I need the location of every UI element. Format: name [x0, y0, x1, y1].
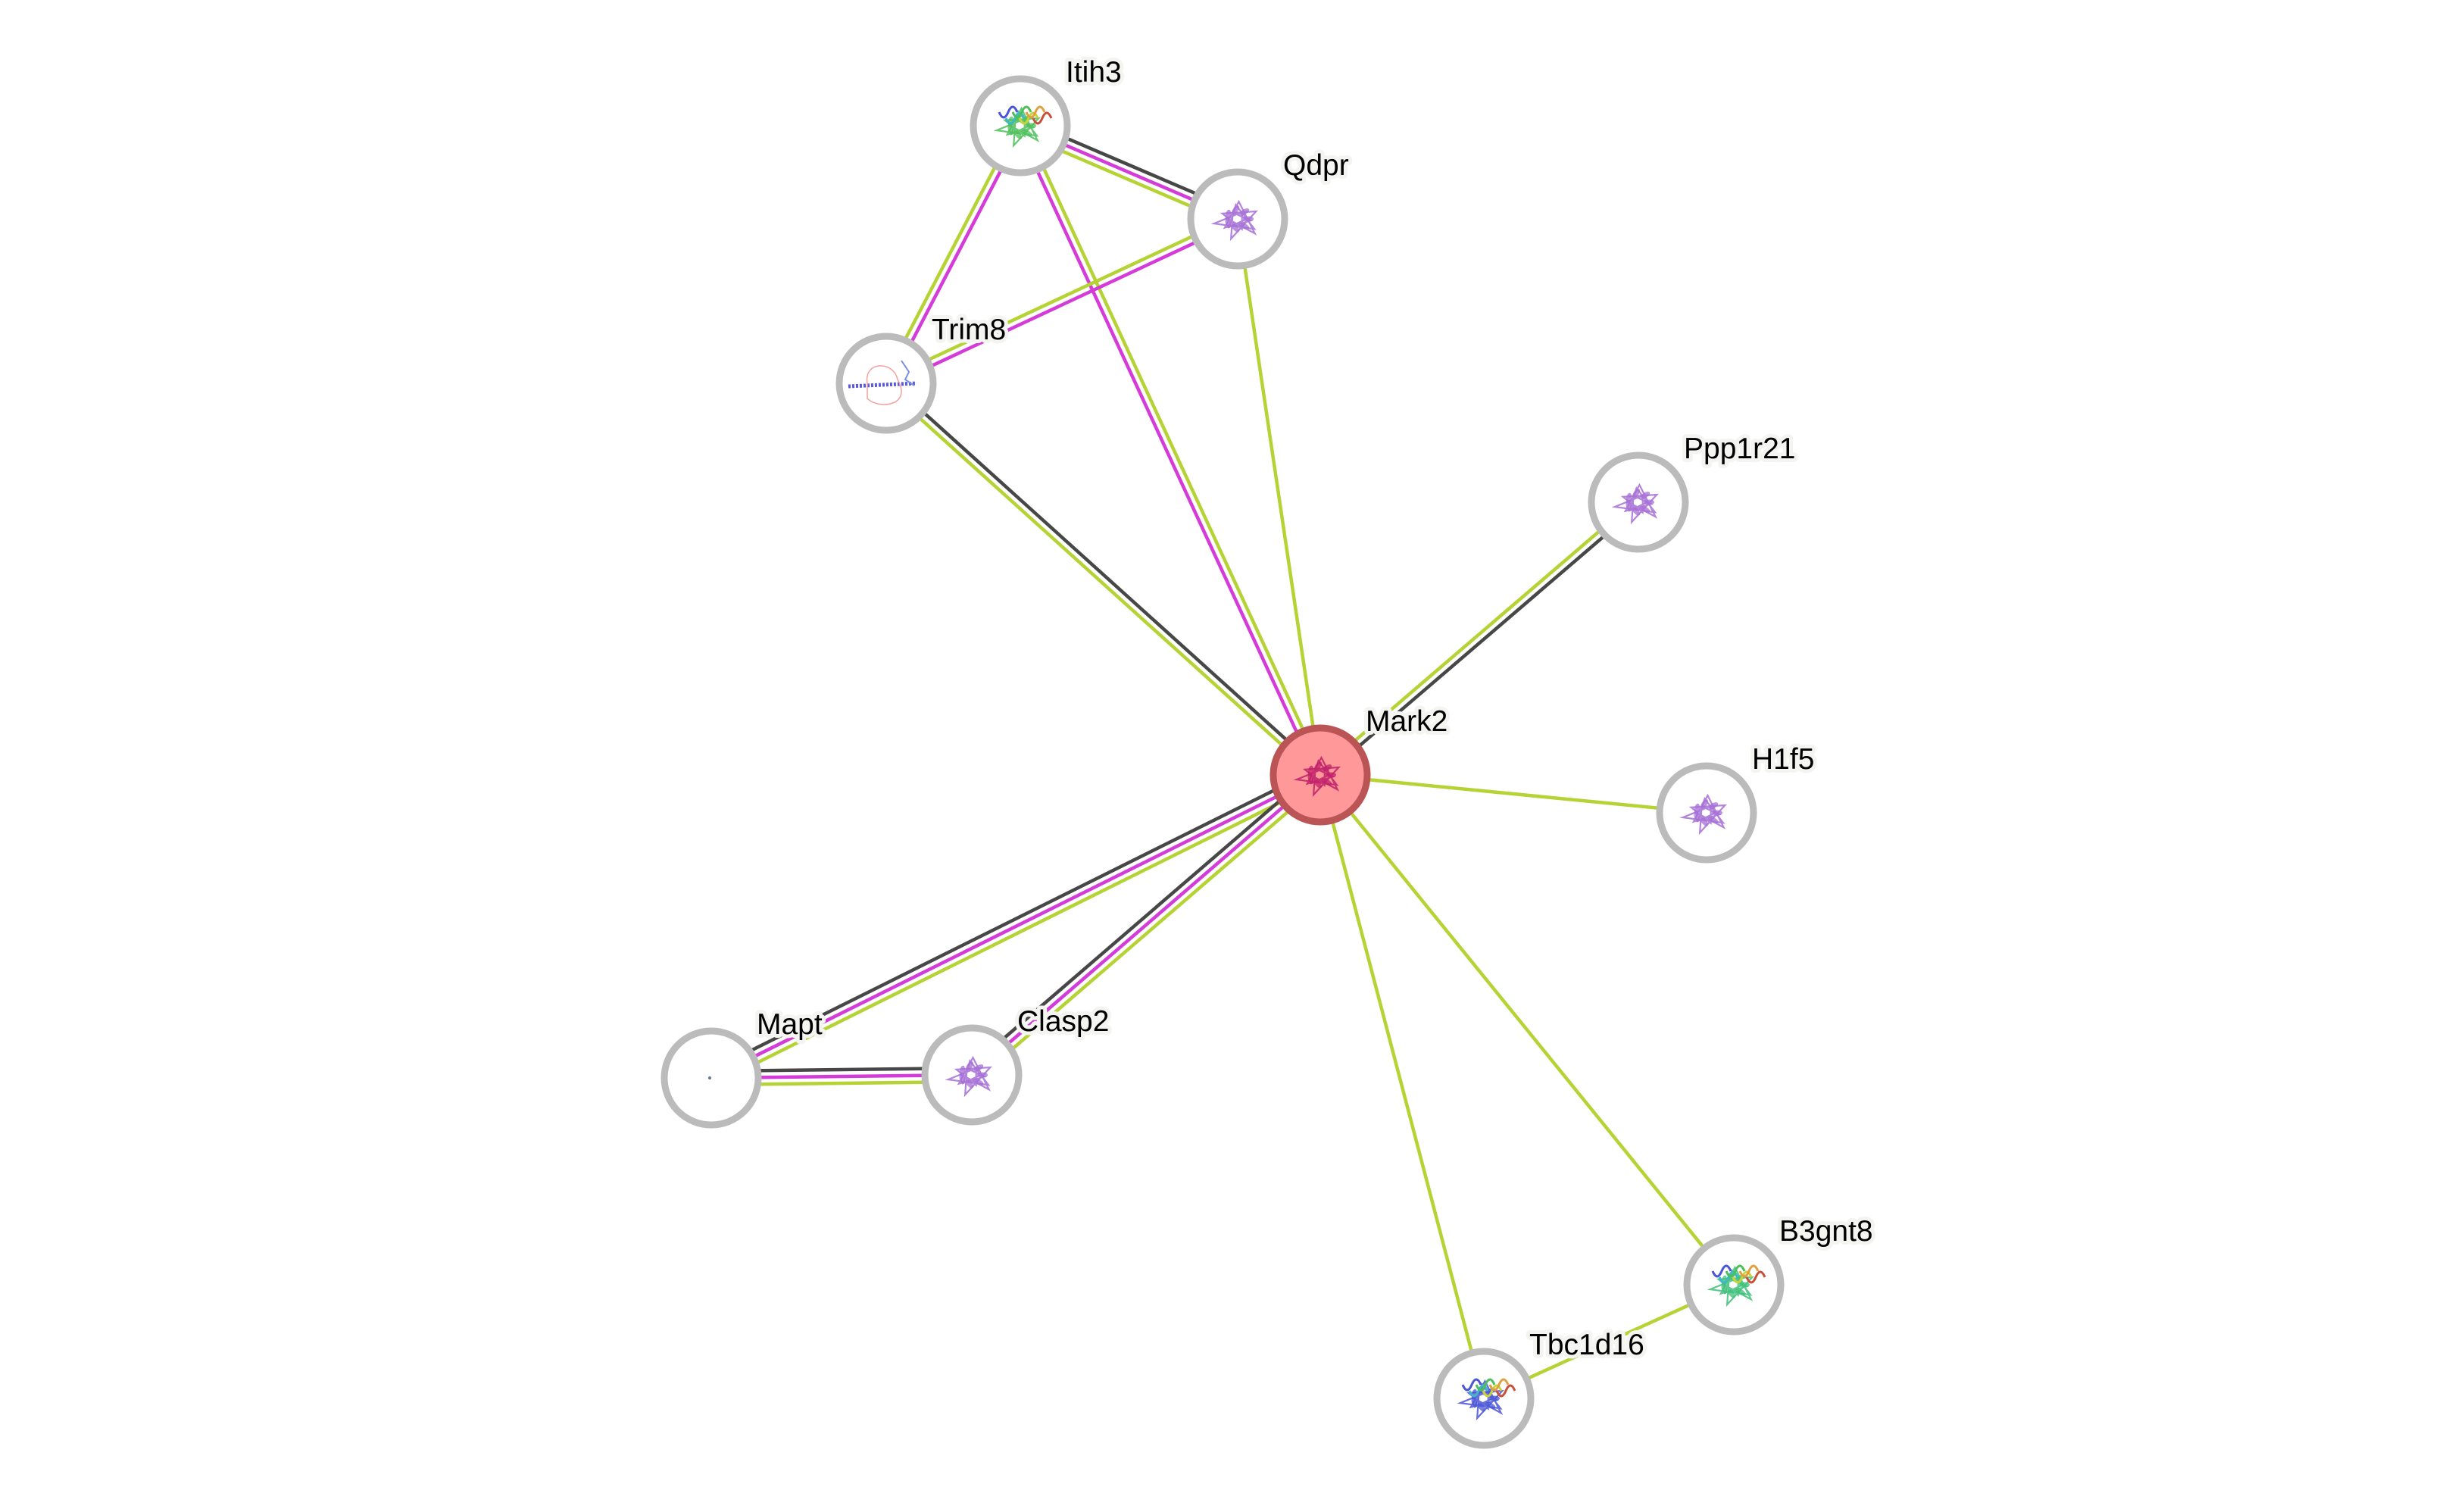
- edge-line-green: [1235, 218, 1323, 776]
- rainbow-protein-icon: [1457, 1378, 1516, 1421]
- edge-itih3-mark2[interactable]: [1015, 123, 1326, 777]
- node-qdpr[interactable]: Qdpr: [1187, 145, 1353, 270]
- edge-line-green: [884, 214, 1238, 382]
- node-itih3[interactable]: Itih3: [970, 52, 1126, 177]
- node-label: Trim8: [932, 314, 1006, 346]
- node-h1f5[interactable]: H1f5: [1656, 739, 1818, 864]
- node-label: B3gnt8: [1779, 1215, 1873, 1248]
- edge-line-green: [882, 384, 1319, 779]
- edge-line-green: [1319, 773, 1707, 815]
- node-circle[interactable]: [921, 1024, 1023, 1126]
- purple-protein-icon: [1679, 793, 1727, 836]
- magenta-helices-icon: [1293, 755, 1341, 798]
- edge-line-green: [1022, 123, 1326, 775]
- node-label: Mapt: [757, 1008, 823, 1041]
- edge-mapt-mark2[interactable]: [707, 767, 1325, 1086]
- node-circle[interactable]: [1433, 1348, 1535, 1449]
- purple-protein-icon: [945, 1055, 992, 1098]
- edge-line-dark: [966, 768, 1317, 1071]
- node-clasp2[interactable]: Clasp2: [921, 1001, 1113, 1126]
- node-b3gnt8[interactable]: B3gnt8: [1683, 1211, 1877, 1335]
- edge-line-magenta: [1015, 126, 1319, 777]
- edge-clasp2-mark2[interactable]: [966, 768, 1326, 1082]
- rainbow-protein-icon: [993, 105, 1053, 148]
- edge-line-magenta: [970, 773, 1322, 1076]
- edge-line-dark: [707, 767, 1318, 1073]
- purple-protein-icon: [1210, 199, 1258, 242]
- node-mark2[interactable]: Mark2: [1269, 701, 1451, 826]
- node-tbc1d16[interactable]: Tbc1d16: [1433, 1325, 1648, 1449]
- node-label: Itih3: [1066, 56, 1122, 89]
- node-label: H1f5: [1752, 743, 1814, 776]
- edge-ppp1r21-mark2[interactable]: [1316, 498, 1642, 779]
- edge-line-green: [1319, 773, 1735, 1286]
- node-label: Tbc1d16: [1529, 1329, 1644, 1361]
- edge-line-dark: [887, 379, 1324, 774]
- purple-protein-icon: [1611, 483, 1659, 525]
- empty-structure-icon: [708, 1076, 711, 1079]
- edge-line-green: [975, 779, 1326, 1082]
- edge-line-green: [714, 779, 1325, 1086]
- edge-h1f5-mark2[interactable]: [1319, 773, 1707, 815]
- edge-trim8-mark2[interactable]: [882, 379, 1324, 779]
- node-circle[interactable]: [1588, 451, 1689, 553]
- node-trim8[interactable]: Trim8: [835, 310, 1010, 434]
- node-label: Clasp2: [1017, 1005, 1109, 1038]
- node-label: Ppp1r21: [1684, 433, 1795, 465]
- edge-line-magenta: [710, 773, 1322, 1080]
- node-ppp1r21[interactable]: Ppp1r21: [1588, 429, 1799, 553]
- node-circle[interactable]: [1187, 168, 1288, 270]
- query-node-circle[interactable]: [1269, 724, 1371, 826]
- node-circle[interactable]: [1683, 1234, 1785, 1335]
- edge-line-green: [1316, 498, 1638, 774]
- node-circle[interactable]: [970, 75, 1071, 177]
- node-label: Qdpr: [1283, 149, 1349, 182]
- edge-b3gnt8-mark2[interactable]: [1319, 773, 1735, 1286]
- edge-line-green: [1318, 774, 1486, 1399]
- coiled-coil-icon: [848, 360, 917, 405]
- rainbow-protein-icon: [1707, 1264, 1766, 1307]
- node-circle[interactable]: [1656, 762, 1757, 864]
- edge-line-dark: [1321, 503, 1642, 779]
- edge-tbc1d16-mark2[interactable]: [1318, 774, 1486, 1399]
- edge-line-magenta: [886, 220, 1240, 389]
- edge-qdpr-mark2[interactable]: [1235, 218, 1323, 776]
- node-mapt[interactable]: Mapt: [661, 1004, 826, 1129]
- node-label: Mark2: [1366, 705, 1447, 738]
- edge-trim8-qdpr[interactable]: [884, 214, 1240, 389]
